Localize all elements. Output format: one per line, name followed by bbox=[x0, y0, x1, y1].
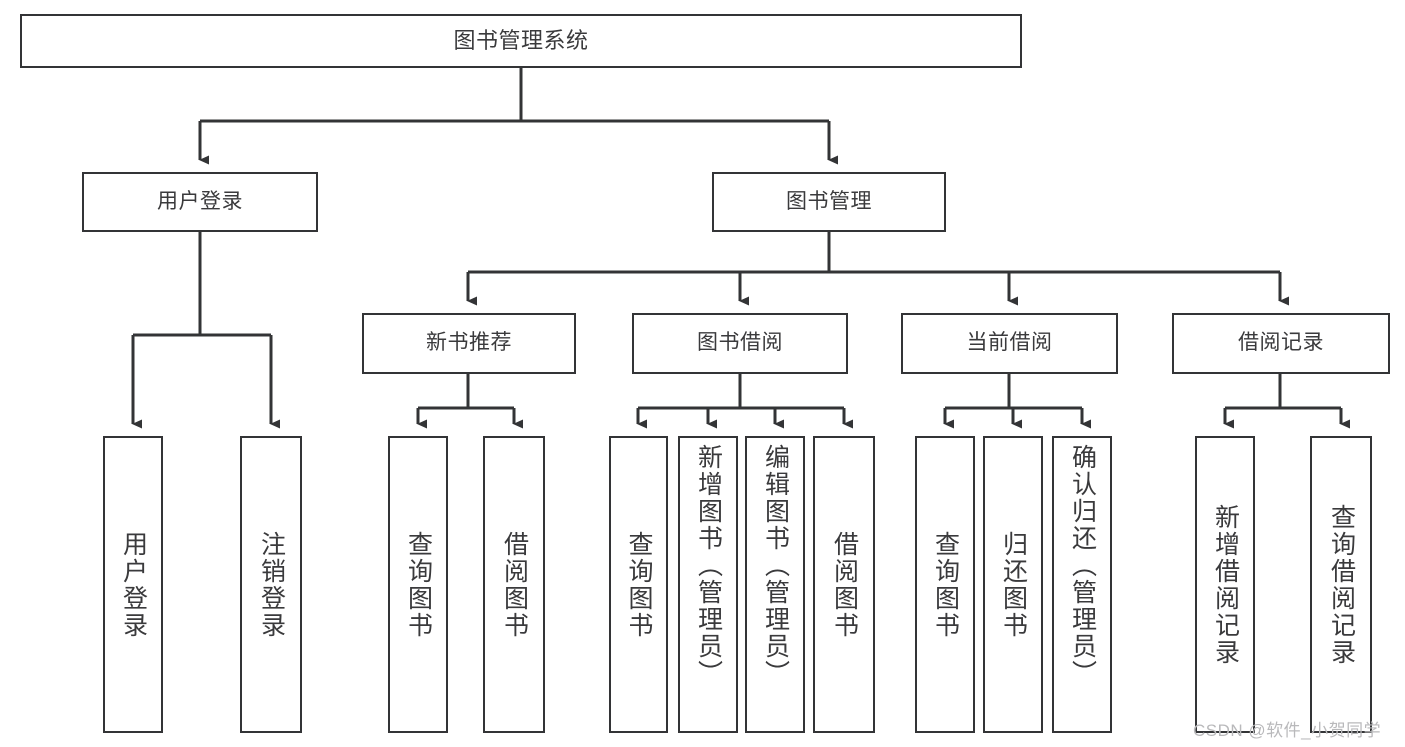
node-leaf-query-book-3-label: 查询图书 bbox=[931, 530, 960, 639]
node-leaf-query-book-2[interactable]: 查询图书 bbox=[609, 436, 668, 733]
node-root[interactable]: 图书管理系统 bbox=[20, 14, 1022, 68]
node-leaf-query-book-1-label: 查询图书 bbox=[404, 530, 433, 639]
node-leaf-return-book-label: 归还图书 bbox=[999, 530, 1028, 639]
csdn-watermark: CSDN @软件_小贺同学 bbox=[1193, 721, 1382, 740]
node-leaf-logout[interactable]: 注销登录 bbox=[240, 436, 302, 733]
node-leaf-user-login[interactable]: 用户登录 bbox=[103, 436, 163, 733]
node-leaf-logout-label: 注销登录 bbox=[257, 530, 286, 639]
node-user-login[interactable]: 用户登录 bbox=[82, 172, 318, 232]
node-book-borrow-label: 图书借阅 bbox=[697, 331, 783, 355]
node-borrow-record-label: 借阅记录 bbox=[1238, 331, 1324, 355]
node-leaf-add-borrow-record[interactable]: 新增借阅记录 bbox=[1195, 436, 1255, 733]
node-borrow-record[interactable]: 借阅记录 bbox=[1172, 313, 1390, 374]
node-book-borrow[interactable]: 图书借阅 bbox=[632, 313, 848, 374]
node-new-book-recommend-label: 新书推荐 bbox=[426, 331, 512, 355]
node-leaf-confirm-return-admin[interactable]: 确认归还（管理员） bbox=[1052, 436, 1112, 733]
node-leaf-edit-book-admin-label: 编辑图书（管理员） bbox=[761, 444, 790, 687]
node-leaf-add-book-admin[interactable]: 新增图书（管理员） bbox=[678, 436, 738, 733]
node-book-management[interactable]: 图书管理 bbox=[712, 172, 946, 232]
node-leaf-borrow-book-2[interactable]: 借阅图书 bbox=[813, 436, 875, 733]
node-leaf-query-borrow-record-label: 查询借阅记录 bbox=[1327, 503, 1356, 666]
node-current-borrow[interactable]: 当前借阅 bbox=[901, 313, 1118, 374]
node-leaf-borrow-book-2-label: 借阅图书 bbox=[830, 530, 859, 639]
node-leaf-query-borrow-record[interactable]: 查询借阅记录 bbox=[1310, 436, 1372, 733]
node-new-book-recommend[interactable]: 新书推荐 bbox=[362, 313, 576, 374]
node-leaf-user-login-label: 用户登录 bbox=[119, 530, 148, 639]
node-current-borrow-label: 当前借阅 bbox=[966, 331, 1053, 355]
node-leaf-add-book-admin-label: 新增图书（管理员） bbox=[694, 444, 723, 687]
node-user-login-label: 用户登录 bbox=[157, 189, 243, 213]
node-leaf-borrow-book-1-label: 借阅图书 bbox=[500, 530, 529, 639]
node-leaf-return-book[interactable]: 归还图书 bbox=[983, 436, 1043, 733]
node-leaf-query-book-1[interactable]: 查询图书 bbox=[388, 436, 448, 733]
node-leaf-borrow-book-1[interactable]: 借阅图书 bbox=[483, 436, 545, 733]
node-leaf-add-borrow-record-label: 新增借阅记录 bbox=[1211, 503, 1240, 666]
node-leaf-query-book-2-label: 查询图书 bbox=[625, 530, 653, 639]
node-book-management-label: 图书管理 bbox=[786, 189, 872, 213]
node-leaf-query-book-3[interactable]: 查询图书 bbox=[915, 436, 975, 733]
node-root-label: 图书管理系统 bbox=[453, 28, 589, 54]
node-leaf-edit-book-admin[interactable]: 编辑图书（管理员） bbox=[745, 436, 805, 733]
node-leaf-confirm-return-admin-label: 确认归还（管理员） bbox=[1068, 444, 1097, 687]
